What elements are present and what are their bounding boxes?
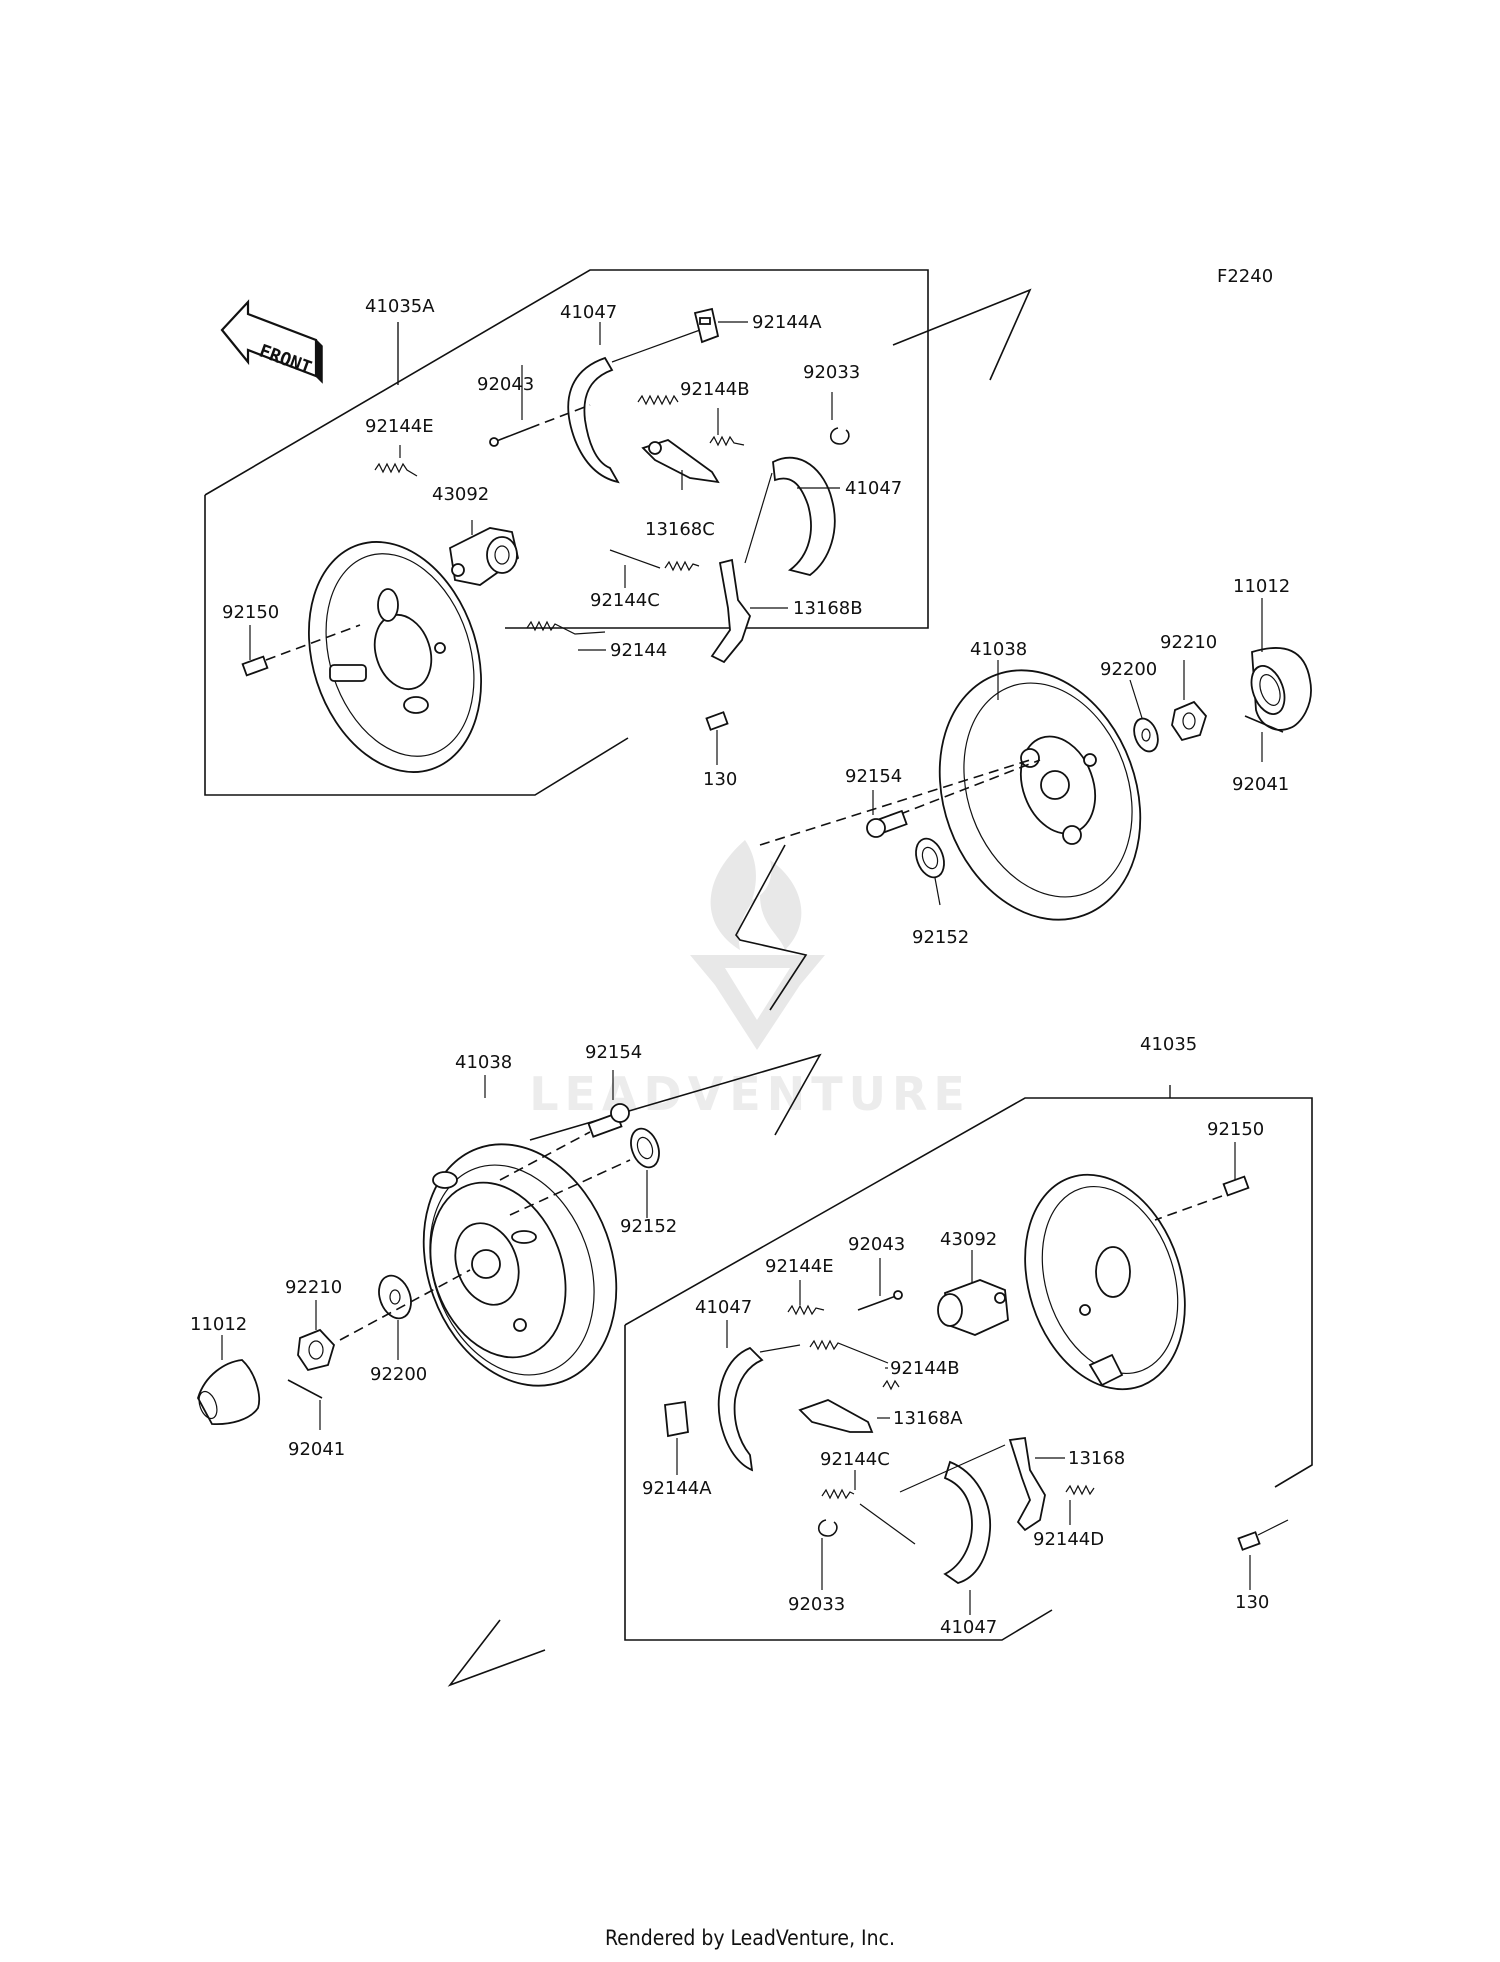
label-92150-top: 92150 (222, 602, 279, 623)
label-92043-top: 92043 (477, 374, 534, 395)
label-41047-bottom-lower: 41047 (940, 1617, 997, 1638)
label-92144B-top: 92144B (680, 379, 750, 400)
label-92041-bottom: 92041 (288, 1439, 345, 1460)
spring-92144E-bottom (787, 1304, 825, 1316)
seal-92152-top (915, 837, 945, 879)
cap-11012-bottom (197, 1359, 260, 1425)
label-41035: 41035 (1140, 1034, 1197, 1055)
label-92144D-bottom: 92144D (1033, 1529, 1104, 1550)
clip-92144A-top (693, 307, 720, 344)
wheel-cylinder-43092-top (449, 527, 520, 586)
label-92152-top: 92152 (912, 927, 969, 948)
label-11012-bottom: 11012 (190, 1314, 247, 1335)
label-92154-bottom: 92154 (585, 1042, 642, 1063)
label-13168A-bottom: 13168A (893, 1408, 963, 1429)
label-92154-top: 92154 (845, 766, 902, 787)
spring-92144C-top (609, 549, 700, 572)
e-clip-92033-top (829, 427, 850, 445)
watermark-logo: LEADVENTURE (529, 840, 965, 1121)
label-130-bottom: 130 (1235, 1592, 1269, 1613)
figure-code: F2240 (1217, 266, 1273, 287)
pin-92043-top (489, 404, 591, 447)
label-11012-top: 11012 (1233, 576, 1290, 597)
label-41038-bottom: 41038 (455, 1052, 512, 1073)
label-92043-bottom: 92043 (848, 1234, 905, 1255)
brake-drum-41038-bottom (422, 1143, 618, 1387)
wheel-cylinder-43092-bottom (937, 1279, 1009, 1336)
pin-92043-bottom (857, 1290, 903, 1311)
label-92200-top: 92200 (1100, 659, 1157, 680)
label-92144C-bottom: 92144C (820, 1449, 890, 1470)
label-92144C-top: 92144C (590, 590, 660, 611)
label-92210-top: 92210 (1160, 632, 1217, 653)
part-labels: 41035A 41047 92144A 92043 92144B 92033 9… (190, 296, 1290, 1638)
label-92033-bottom: 92033 (788, 1594, 845, 1615)
label-41047-right: 41047 (845, 478, 902, 499)
label-92144A-bottom: 92144A (642, 1478, 712, 1499)
label-41047-bottom-top: 41047 (695, 1297, 752, 1318)
label-92210-bottom: 92210 (285, 1277, 342, 1298)
spring-92144E-top (374, 462, 418, 477)
cotter-pin-92041-top (1244, 715, 1284, 733)
brake-panel-assembly-bottom (447, 1085, 1313, 1687)
lever-13168B-top (710, 558, 752, 664)
label-13168-bottom: 13168 (1068, 1448, 1125, 1469)
label-92033-top: 92033 (803, 362, 860, 383)
seal-92152-bottom (630, 1127, 660, 1169)
label-130-top: 130 (703, 769, 737, 790)
bolt-130-bottom (1237, 1519, 1289, 1551)
brake-shoe-41047-right (744, 456, 836, 576)
label-92200-bottom: 92200 (370, 1364, 427, 1385)
spring-92144B-top (637, 394, 745, 447)
brake-shoe-41047-bottom-top (717, 1344, 801, 1472)
brake-panel-41035 (1024, 1173, 1186, 1391)
lever-13168C-top (641, 439, 720, 484)
brake-panel-assembly-top (204, 269, 1032, 796)
brake-shoe-41047-bottom-lower (899, 1444, 1006, 1584)
spring-92144D-bottom (1065, 1484, 1095, 1496)
brake-drum-assembly-bottom (197, 1053, 822, 1425)
label-92144E-top: 92144E (365, 416, 434, 437)
cap-11012-top (1250, 647, 1312, 731)
spring-92144C-bottom (821, 1488, 916, 1545)
label-43092-bottom: 43092 (940, 1229, 997, 1250)
nut-92210-top (1171, 700, 1208, 742)
bolt-92154-bottom (587, 1103, 630, 1138)
e-clip-92033-bottom (817, 1519, 838, 1537)
footer-credit: Rendered by LeadVenture, Inc. (605, 1926, 895, 1950)
label-92144-top: 92144 (610, 640, 667, 661)
washer-92200-top (1133, 717, 1159, 753)
brake-drum-41038-top (938, 669, 1142, 921)
lever-13168A-bottom (798, 1399, 874, 1433)
label-92144A-top: 92144A (752, 312, 822, 333)
leader-lines (221, 321, 1263, 1615)
brake-panel-41035A (308, 541, 482, 773)
brake-drum-assembly-top (735, 647, 1312, 1011)
brake-shoe-41047-top (567, 329, 701, 484)
spring-92144-top (526, 620, 606, 635)
label-13168C-top: 13168C (645, 519, 715, 540)
label-92152-bottom: 92152 (620, 1216, 677, 1237)
label-13168B-top: 13168B (793, 598, 863, 619)
bolt-130-top (705, 711, 729, 745)
label-92041-top: 92041 (1232, 774, 1289, 795)
lever-13168-bottom (1008, 1436, 1046, 1532)
label-41038-top: 41038 (970, 639, 1027, 660)
bolt-92150-bottom (1154, 1175, 1250, 1221)
front-arrow-icon: FRONT (220, 299, 323, 384)
spring-92144B-bottom (809, 1339, 900, 1391)
label-43092-top: 43092 (432, 484, 489, 505)
bolt-92154-top (866, 809, 908, 838)
label-92144E-bottom: 92144E (765, 1256, 834, 1277)
bolt-92150-top (241, 624, 361, 677)
nut-92210-bottom (297, 1328, 336, 1372)
label-92144B-bottom: 92144B (890, 1358, 960, 1379)
cotter-pin-92041-bottom (287, 1379, 323, 1399)
washer-92200-bottom (378, 1274, 412, 1320)
label-92150-bottom: 92150 (1207, 1119, 1264, 1140)
label-41035A: 41035A (365, 296, 435, 317)
clip-92144A-bottom (664, 1400, 689, 1438)
label-41047-top: 41047 (560, 302, 617, 323)
